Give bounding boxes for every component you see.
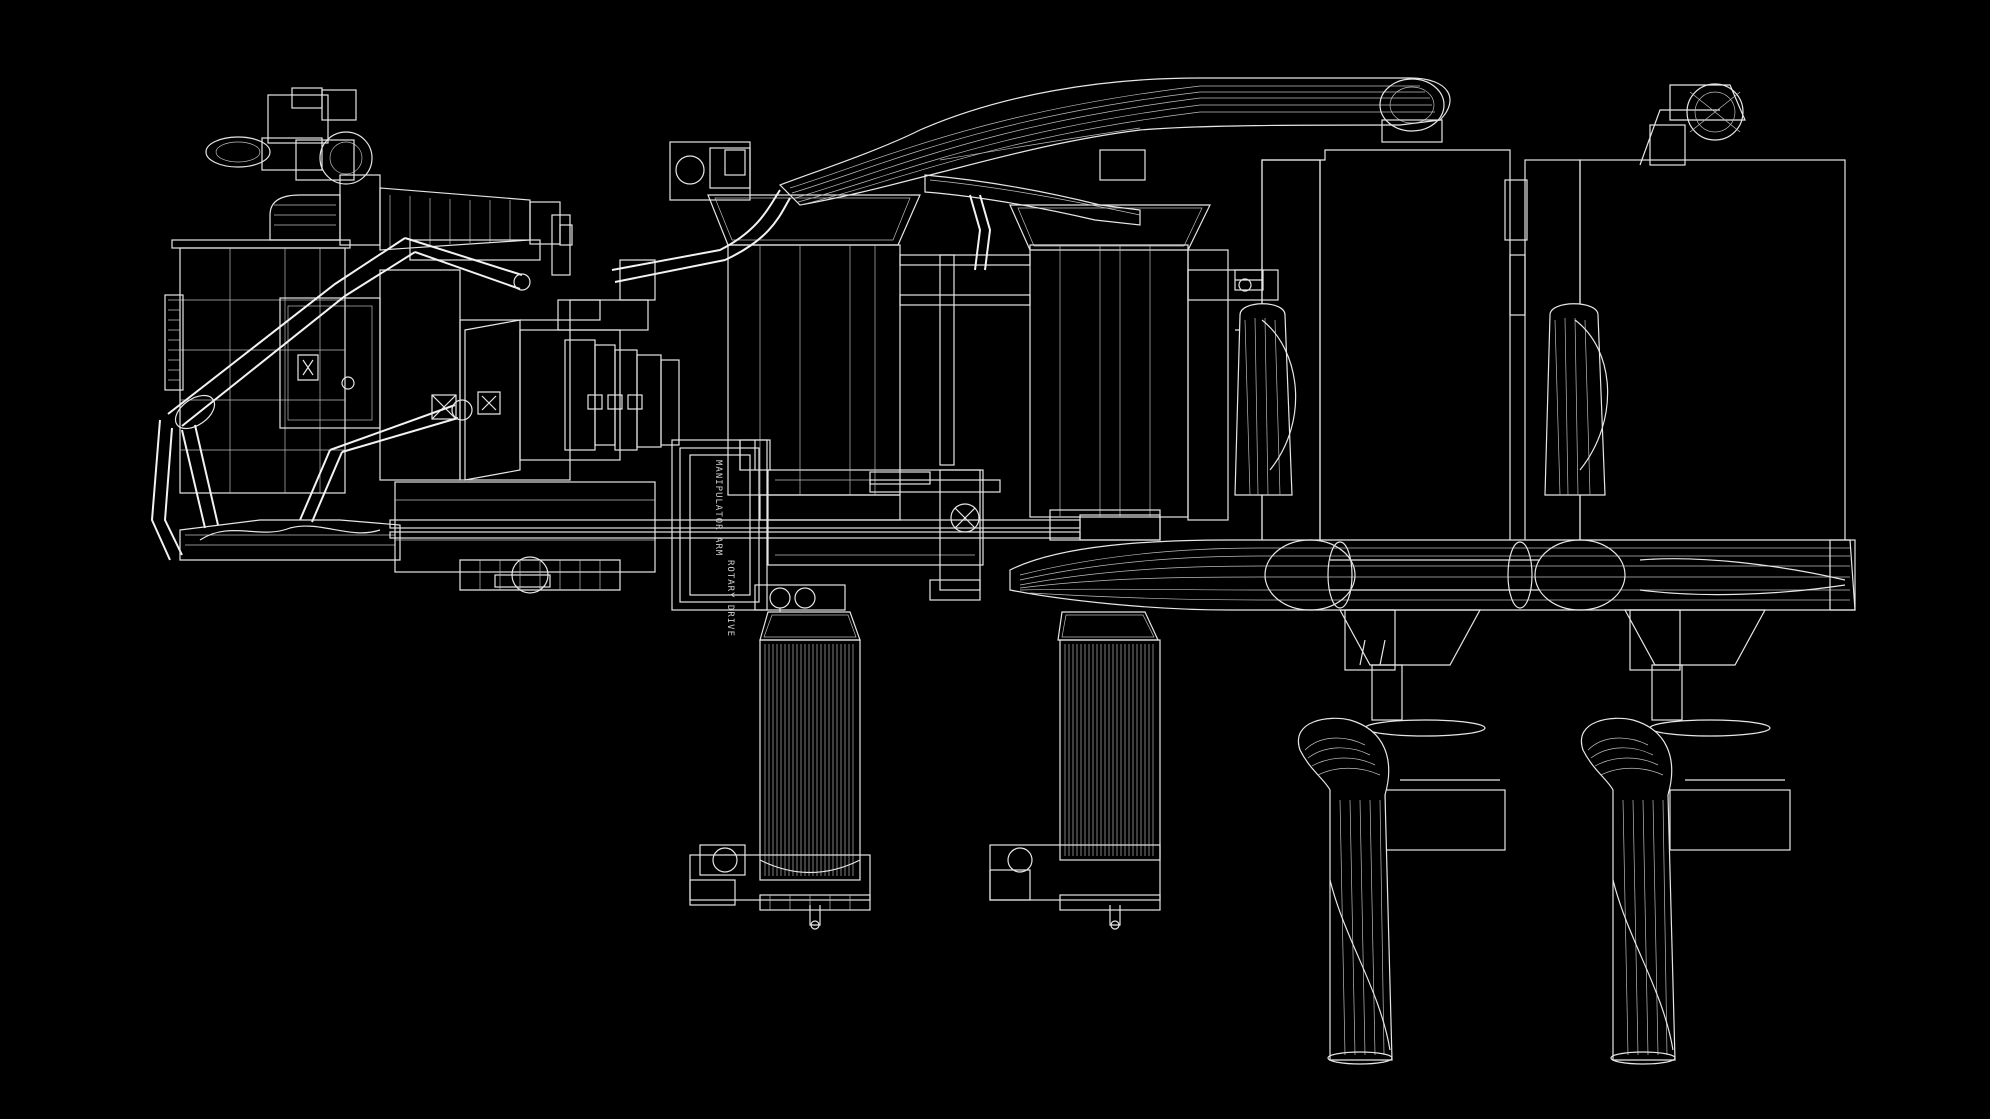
manifold-pipe <box>1009 539 1856 611</box>
tube-frame <box>150 237 531 561</box>
left-machine-assembly <box>150 87 1081 594</box>
chute-assembly-1 <box>1297 609 1506 1065</box>
filter-tower-1 <box>669 141 921 930</box>
support-rails <box>869 254 1279 493</box>
cage-frame <box>164 239 351 494</box>
hopper-stack <box>269 174 573 276</box>
overhead-duct <box>611 77 1451 283</box>
engine-body <box>279 259 680 481</box>
panel-label-top: MANIPULATOR ARM <box>713 460 723 556</box>
panel-label-bottom: ROTARY DRIVE <box>725 560 735 637</box>
blower-nozzle <box>205 87 373 185</box>
right-block-2 <box>1504 83 1846 546</box>
filter-tower-2 <box>989 149 1229 930</box>
right-block-1 <box>1234 149 1511 546</box>
chute-assembly-2 <box>1580 609 1791 1065</box>
